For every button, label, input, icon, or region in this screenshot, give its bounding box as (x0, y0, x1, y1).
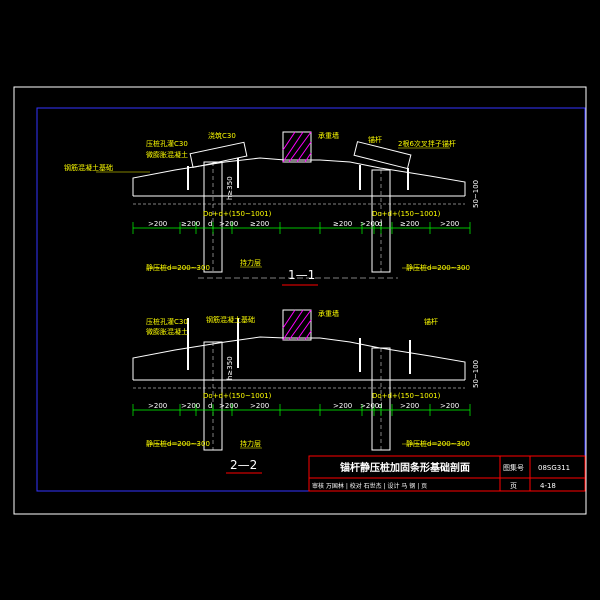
dim-l4-1: >200 (219, 220, 238, 228)
section-1-1: >200 ≥200 d >200 ≥200 ≥200 >200 d ≥200 >… (64, 131, 480, 286)
label-anchor-steel-1: 2根6次叉拌子锚杆 (398, 139, 456, 148)
label-pile-right-2: 静压桩d=200~300 (406, 439, 470, 448)
label-embed-1b: Do+d+(150~1001) (372, 210, 441, 218)
wall-1 (282, 131, 312, 163)
label-bearing-1: 持力层 (240, 258, 261, 267)
label-hole-concrete-1: 压桩孔灌C30 (146, 139, 188, 148)
label-pile-left-1: 静压桩d=200~300 (146, 263, 210, 272)
label-wall-2: 承重墙 (318, 309, 339, 318)
label-pour-c30-1: 浇筑C30 (208, 131, 236, 140)
footing-outline-1 (132, 157, 466, 196)
dim-l3-1: d (208, 220, 212, 228)
dim-l1-2: >200 (148, 402, 167, 410)
dim-r2-2: >200 (360, 402, 379, 410)
inner-frame (36, 107, 586, 492)
label-wall-1: 承重墙 (318, 131, 339, 140)
title-block-page-label: 页 (510, 482, 517, 490)
dim-l5-2: >200 (250, 402, 269, 410)
dim-l2-2: >200 (181, 402, 200, 410)
title-block-page-no: 4-18 (540, 482, 556, 490)
label-expansive-2: 微膨胀混凝土 (146, 327, 188, 336)
label-dim100-2: 50~100 (472, 360, 480, 388)
title-block-row2: 审核 万国林 | 校对 石世杰 | 设计 马 钢 | 页 (312, 482, 427, 490)
dim-r2-1: >200 (360, 220, 379, 228)
dim-r1-2: >200 (333, 402, 352, 410)
footing-outline-2 (132, 336, 466, 380)
section-title-1: 1—1 (288, 268, 315, 282)
section-2-2: >200 >200 d >200 >200 >200 >200 d >200 >… (132, 309, 480, 474)
label-dim100-1: 50~100 (472, 180, 480, 208)
dim-l1-1: >200 (148, 220, 167, 228)
dim-r1-1: ≥200 (333, 220, 352, 228)
label-hole-concrete-2: 压桩孔灌C30 (146, 317, 188, 326)
dim-l3-2: d (208, 402, 212, 410)
label-bearing-2: 持力层 (240, 439, 261, 448)
dim-l2-1: ≥200 (181, 220, 200, 228)
dim-l5-1: ≥200 (250, 220, 269, 228)
dim-r5-2: >200 (440, 402, 459, 410)
section-title-2: 2—2 (230, 458, 257, 472)
label-anchor-2: 锚杆 (424, 317, 438, 326)
label-embed-2a: Do+d+(150~1001) (203, 392, 272, 400)
label-pile-left-2: 静压桩d=200~300 (146, 439, 210, 448)
label-h-2: h≥350 (226, 356, 234, 380)
label-embed-2b: Do+d+(150~1001) (372, 392, 441, 400)
dim-r5-1: >200 (440, 220, 459, 228)
wall-2 (282, 309, 312, 341)
label-rc-2: 钢筋混凝土基础 (206, 315, 255, 324)
dim-r3-2: d (378, 402, 382, 410)
dim-r3-1: d (378, 220, 382, 228)
label-embed-1a: Do+d+(150~1001) (203, 210, 272, 218)
label-pile-right-1: 静压桩d=200~300 (406, 263, 470, 272)
title-block-atlas-label: 图集号 (503, 463, 524, 472)
dim-l4-2: >200 (219, 402, 238, 410)
label-rc-1: 钢筋混凝土基础 (64, 163, 113, 172)
outer-frame (13, 86, 587, 515)
dim-r4-1: ≥200 (400, 220, 419, 228)
label-h-1: h≥350 (226, 176, 234, 200)
title-block: 锚杆静压桩加固条形基础剖面 图集号 08SG311 审核 万国林 | 校对 石世… (308, 455, 586, 492)
label-anchor-1: 锚杆 (368, 135, 382, 144)
dim-r4-2: >200 (400, 402, 419, 410)
title-block-title: 锚杆静压桩加固条形基础剖面 (340, 461, 470, 474)
title-block-atlas-no: 08SG311 (538, 464, 570, 472)
label-expansive-1: 微膨胀混凝土 (146, 150, 188, 159)
